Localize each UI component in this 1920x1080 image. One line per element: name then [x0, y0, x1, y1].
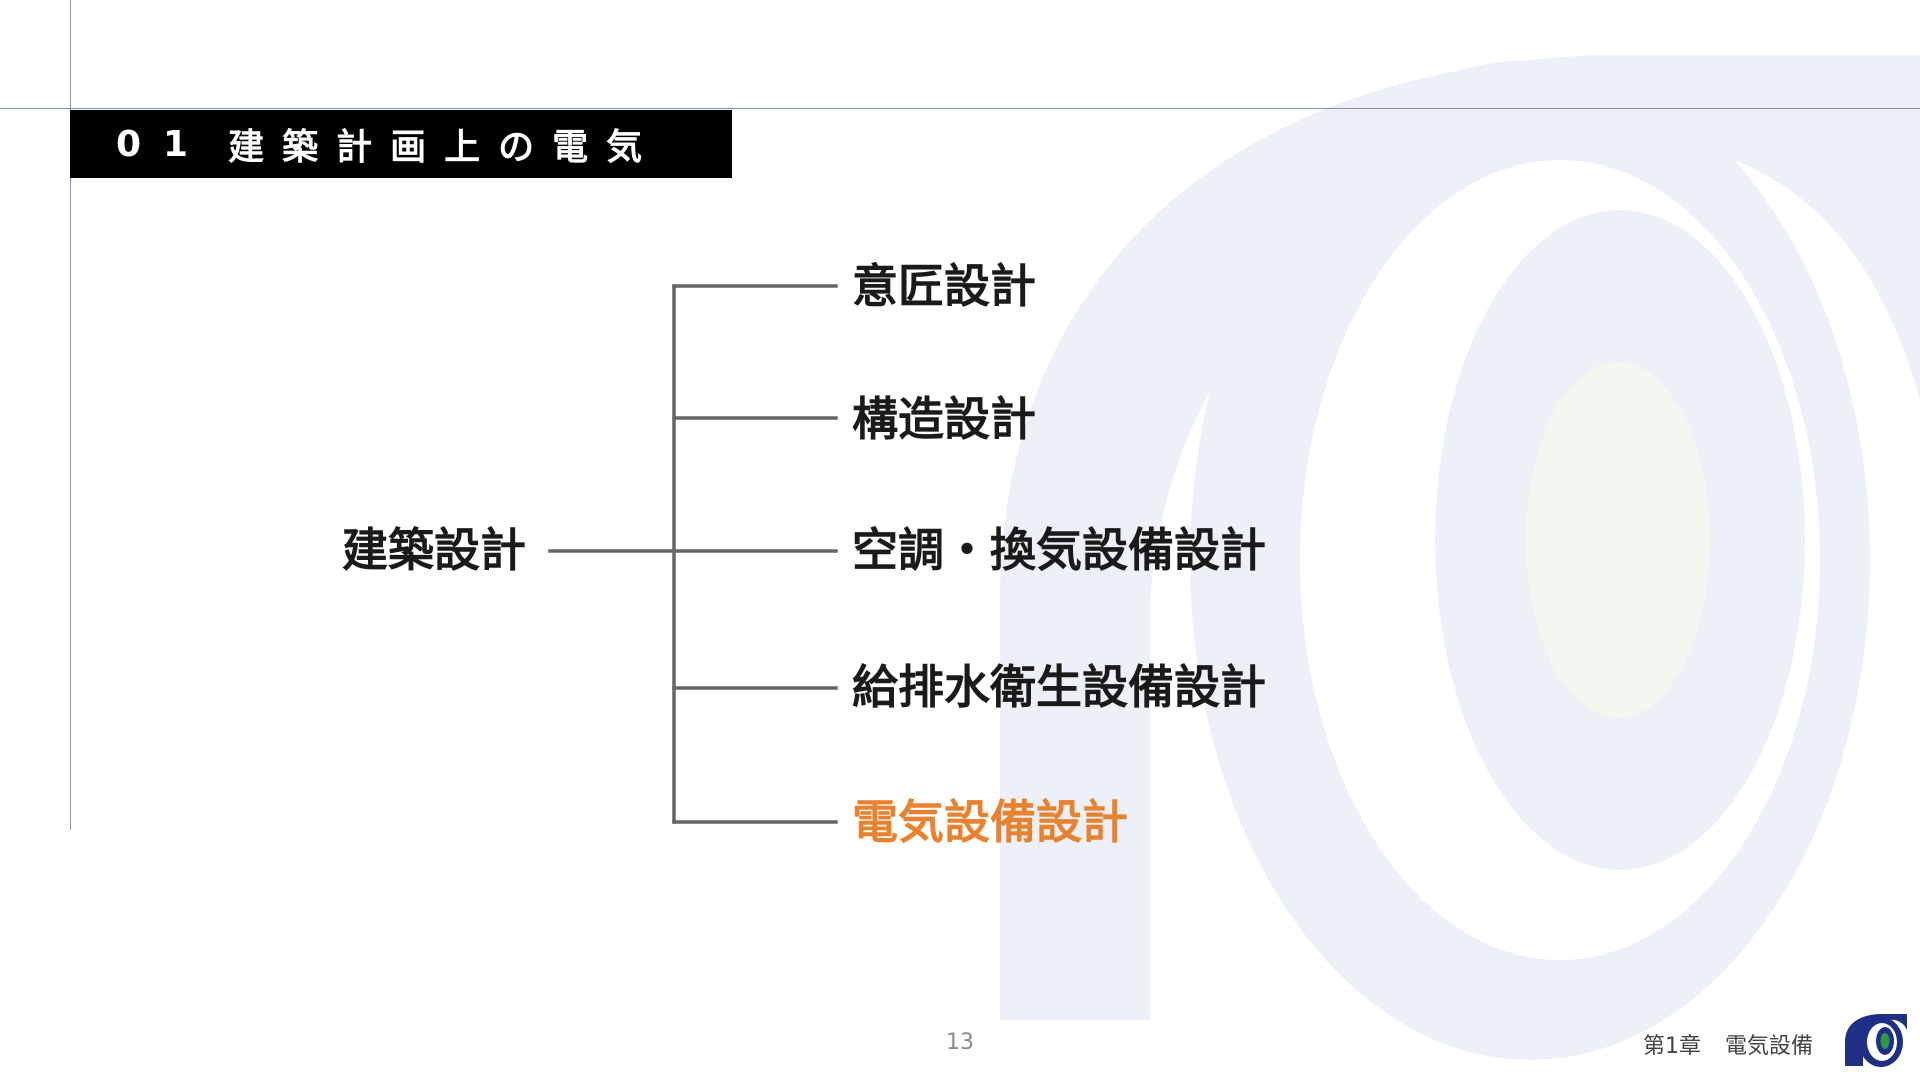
tree-child-node-highlighted: 電気設備設計 — [852, 795, 1128, 849]
tree-root-node: 建築設計 — [342, 523, 526, 577]
vertical-guide-line — [70, 0, 71, 830]
horizontal-guide-line — [0, 108, 1920, 109]
tree-child-node: 給排水衛生設備設計 — [852, 660, 1266, 714]
chapter-title: 電気設備 — [1725, 1034, 1814, 1059]
footer-chapter-label: 第1章電気設備 — [1643, 1028, 1813, 1060]
company-logo-icon — [1845, 1014, 1907, 1067]
tree-child-node: 意匠設計 — [852, 259, 1036, 313]
section-number: 01 — [116, 123, 211, 165]
tree-child-node: 空調・換気設備設計 — [852, 523, 1266, 577]
chapter-number: 第1章 — [1643, 1034, 1701, 1059]
page-number: 13 — [946, 1030, 974, 1055]
section-header: 01 建築計画上の電気 — [70, 110, 732, 178]
tree-child-node: 構造設計 — [852, 392, 1036, 446]
section-title: 建築計画上の電気 — [228, 127, 661, 168]
